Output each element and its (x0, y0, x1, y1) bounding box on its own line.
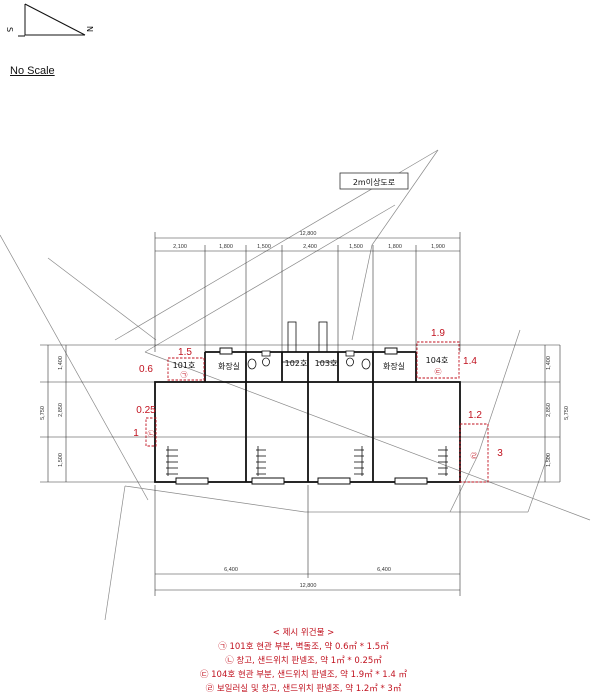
legend-item: ㉡ 창고, 샌드위치 판넬조, 약 1㎡ * 0.25㎡ (225, 656, 382, 666)
dim-top-seg-6: 1,800 (388, 244, 402, 250)
dim-total-bottom: 12,800 (300, 583, 317, 589)
violation-1-width: 1.5 (178, 347, 192, 358)
compass-south: S (5, 27, 14, 32)
violation-2-depth: 1 (133, 428, 139, 439)
violation-outlines (145, 341, 489, 483)
dim-left-seg-3: 1,500 (58, 453, 64, 467)
violation-4-depth: 3 (497, 448, 503, 459)
dim-right-seg-3: 1,500 (546, 453, 552, 467)
violation-3-marker: ㉢ (435, 368, 442, 376)
dim-left-total: 5,750 (40, 406, 46, 420)
legend-title: < 제시 위건물 > (272, 628, 335, 638)
entrance-doors (282, 321, 338, 363)
violation-legend: < 제시 위건물 > ㉠ 101호 현관 부분, 벽돌조, 약 0.6㎡ * 1… (0, 626, 607, 696)
legend-item: ㉣ 보일러실 및 창고, 샌드위치 판넬조, 약 1.2㎡ * 3㎡ (205, 684, 402, 694)
dim-left-seg-2: 2,850 (58, 403, 64, 417)
dim-top-seg-5: 1,500 (349, 244, 363, 250)
dim-left-seg-1: 1,400 (58, 356, 64, 370)
scale-note: No Scale (10, 65, 55, 77)
violation-1-marker: ㉠ (181, 371, 188, 379)
violation-3-width: 1.9 (431, 328, 445, 339)
violation-2-marker: ㉡ (148, 430, 155, 438)
road-label-box (339, 172, 409, 190)
dim-right-total: 5,750 (564, 406, 570, 420)
room-unit-103: 103호 (315, 359, 338, 368)
stair-hatching (166, 446, 448, 476)
building-walls (154, 351, 461, 483)
room-toilet-left: 화장실 (218, 361, 240, 371)
compass-icon (18, 3, 86, 37)
violation-4-width: 1.2 (468, 410, 482, 421)
room-unit-101: 101호 (173, 361, 196, 370)
dim-right-seg-1: 1,400 (546, 356, 552, 370)
violation-3-depth: 1.4 (463, 356, 477, 367)
site-boundary-lines (0, 149, 591, 621)
violation-1-depth: 0.6 (139, 364, 153, 375)
legend-item: ㉢ 104호 현관 부분, 샌드위치 판넬조, 약 1.9㎡ * 1.4 ㎡ (199, 670, 408, 680)
legend-item: ㉠ 101호 현관 부분, 벽돌조, 약 0.6㎡ * 1.5㎡ (218, 642, 389, 652)
room-toilet-right: 화장실 (383, 361, 405, 371)
dim-top-seg-1: 2,100 (173, 244, 187, 250)
dim-bottom-seg-1: 6,400 (224, 567, 238, 573)
dim-total-top: 12,800 (300, 231, 317, 237)
top-dimension-lines (154, 232, 461, 352)
dim-bottom-seg-2: 6,400 (377, 567, 391, 573)
violation-2-width: 0.25 (136, 405, 156, 416)
violation-4-marker: ㉣ (471, 452, 478, 460)
toilet-fixtures (247, 350, 371, 370)
windows (175, 347, 428, 485)
dim-right-seg-2: 2,850 (546, 403, 552, 417)
room-unit-102: 102호 (285, 359, 308, 368)
road-label: 2m이상도로 (353, 177, 395, 187)
compass-north: N (85, 26, 94, 32)
dim-top-seg-7: 1,900 (431, 244, 445, 250)
dim-top-seg-3: 1,500 (257, 244, 271, 250)
bottom-dimension-lines (154, 485, 461, 596)
room-unit-104: 104호 (426, 356, 449, 365)
dim-top-seg-2: 1,800 (219, 244, 233, 250)
dim-top-seg-4: 2,400 (303, 244, 317, 250)
